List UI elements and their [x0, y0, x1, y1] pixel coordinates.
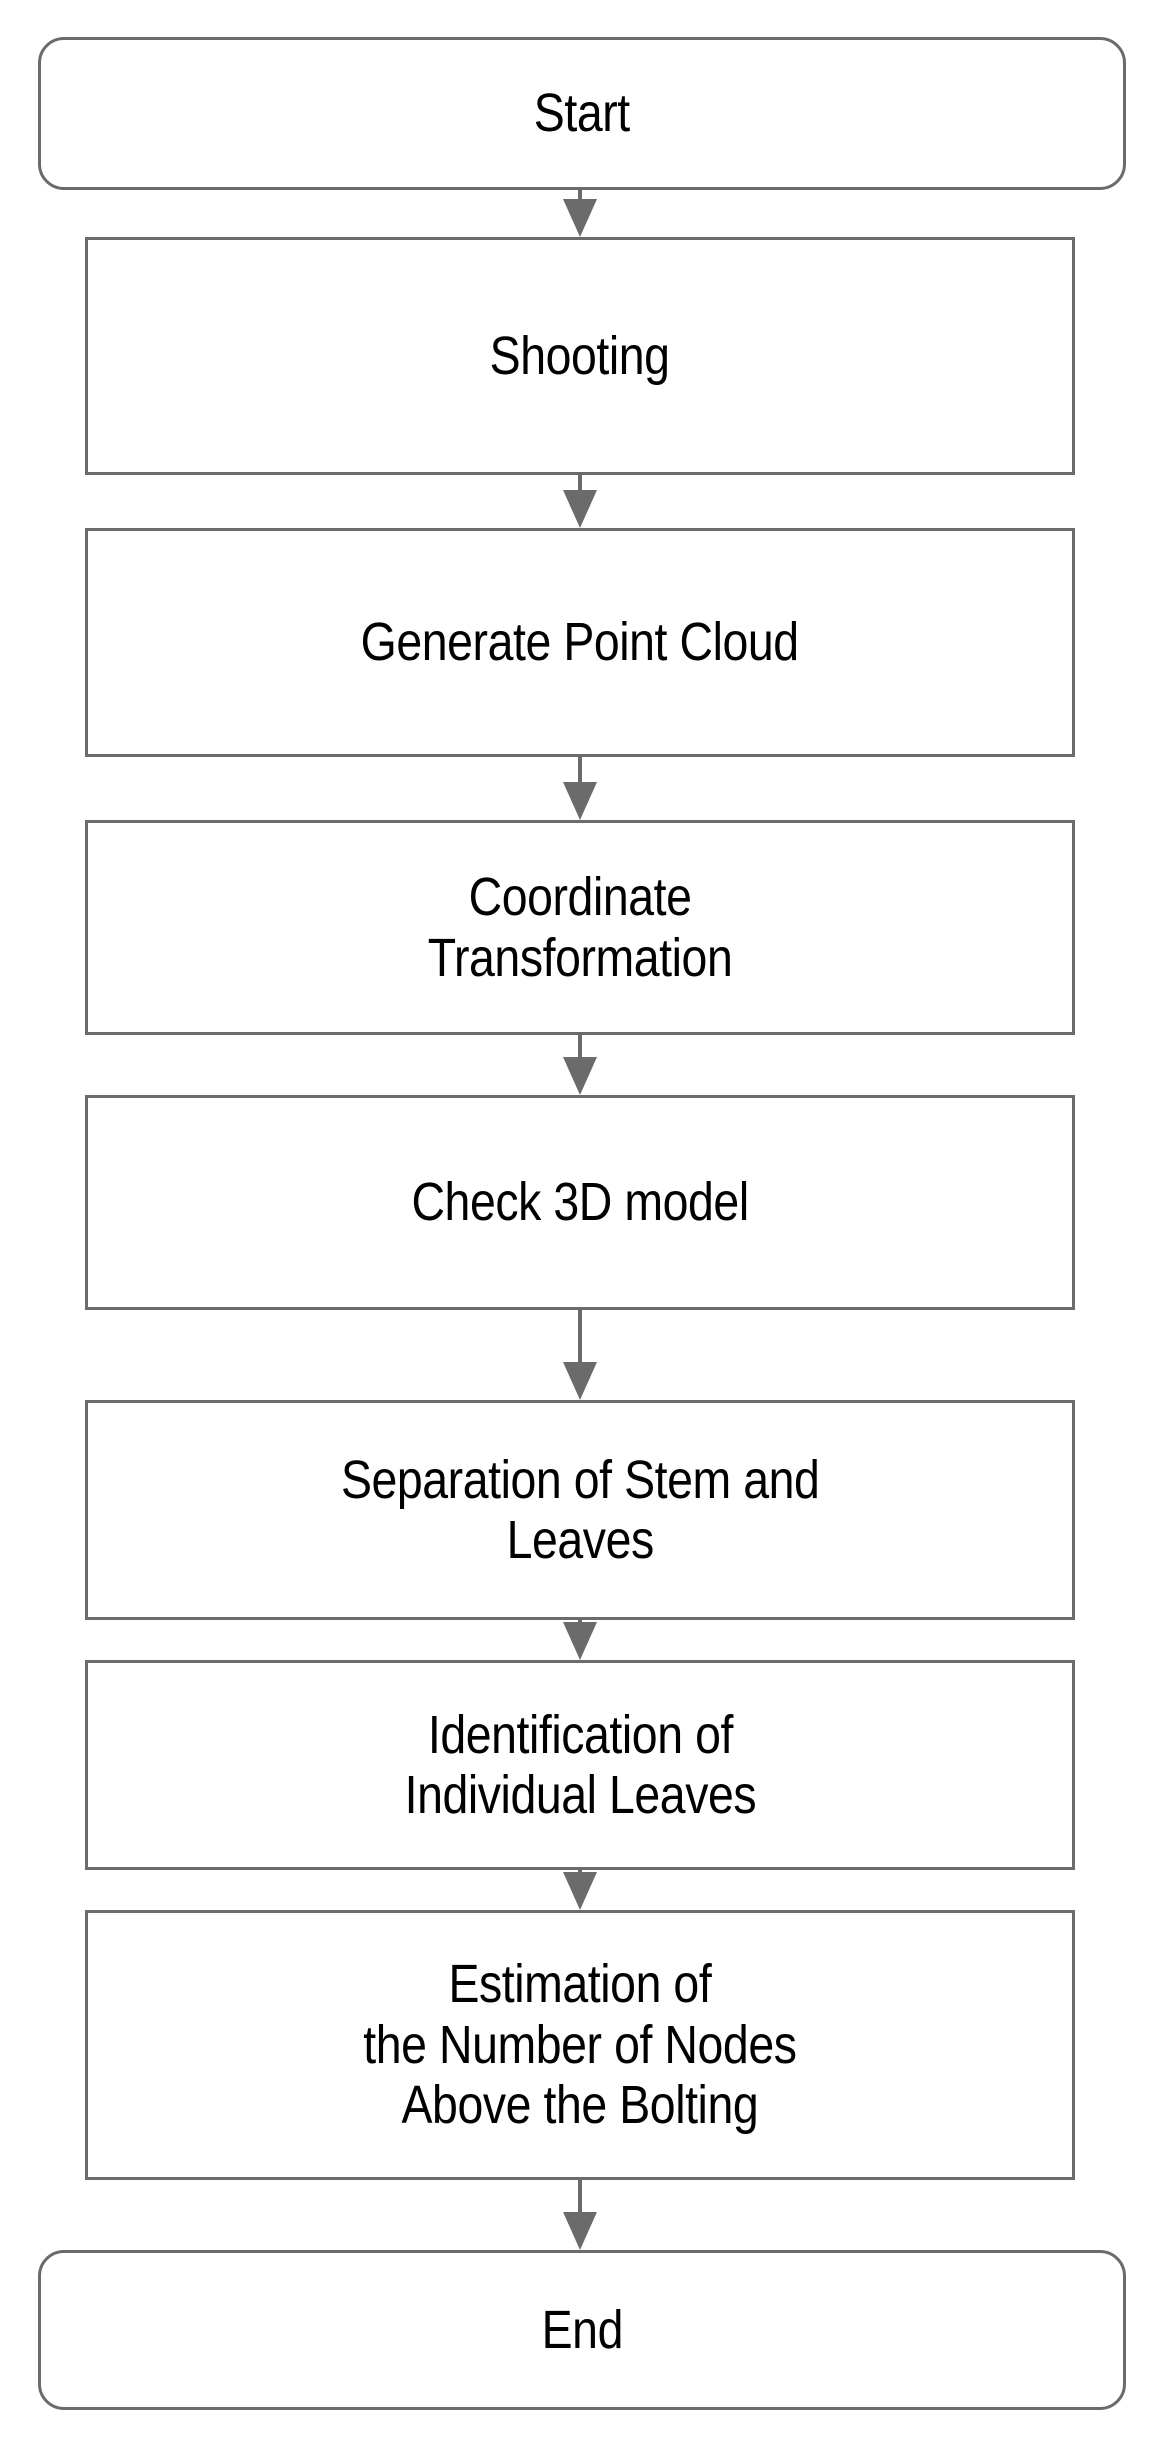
node-start[interactable]: Start — [38, 37, 1126, 190]
arrow-head-icon — [563, 782, 597, 820]
node-estimation-of-nodes-above-bolting-label: Estimation of the Number of Nodes Above … — [363, 1954, 797, 2136]
arrow-head-icon — [563, 1622, 597, 1660]
arrow-shaft — [578, 190, 582, 204]
arrow-head-icon — [563, 199, 597, 237]
node-generate-point-cloud[interactable]: Generate Point Cloud — [85, 528, 1075, 757]
arrow-head-icon — [563, 2212, 597, 2250]
arrow-separation-to-identification — [557, 1620, 603, 1660]
arrow-shaft — [578, 1870, 582, 1878]
node-end[interactable]: End — [38, 2250, 1126, 2410]
arrow-shaft — [578, 1620, 582, 1628]
arrow-shaft — [578, 475, 582, 495]
arrow-coordinate-transformation-to-check-3d — [557, 1035, 603, 1095]
arrow-head-icon — [563, 490, 597, 528]
arrow-head-icon — [563, 1362, 597, 1400]
arrow-point-cloud-to-coordinate-transformation — [557, 757, 603, 820]
arrow-estimation-to-end — [557, 2180, 603, 2250]
arrow-shaft — [578, 757, 582, 787]
arrow-shaft — [578, 1310, 582, 1367]
arrow-head-icon — [563, 1872, 597, 1910]
node-coordinate-transformation-label: Coordinate Transformation — [427, 867, 733, 988]
arrow-check-3d-to-separation — [557, 1310, 603, 1400]
node-separation-of-stem-and-leaves-label: Separation of Stem and Leaves — [340, 1449, 820, 1570]
node-check-3d-model[interactable]: Check 3D model — [85, 1095, 1075, 1310]
arrow-shooting-to-point-cloud — [557, 475, 603, 528]
node-identification-of-individual-leaves-label: Identification of Individual Leaves — [404, 1704, 756, 1825]
node-end-label: End — [541, 2299, 623, 2360]
node-coordinate-transformation[interactable]: Coordinate Transformation — [85, 820, 1075, 1035]
node-estimation-of-nodes-above-bolting[interactable]: Estimation of the Number of Nodes Above … — [85, 1910, 1075, 2180]
arrow-start-to-shooting — [557, 190, 603, 237]
node-separation-of-stem-and-leaves[interactable]: Separation of Stem and Leaves — [85, 1400, 1075, 1620]
arrow-head-icon — [563, 1057, 597, 1095]
arrow-identification-to-estimation — [557, 1870, 603, 1910]
arrow-shaft — [578, 1035, 582, 1062]
node-shooting-label: Shooting — [490, 325, 670, 386]
node-generate-point-cloud-label: Generate Point Cloud — [360, 612, 800, 673]
node-shooting[interactable]: Shooting — [85, 237, 1075, 475]
node-start-label: Start — [534, 83, 630, 144]
node-check-3d-model-label: Check 3D model — [411, 1172, 749, 1233]
node-identification-of-individual-leaves[interactable]: Identification of Individual Leaves — [85, 1660, 1075, 1870]
arrow-shaft — [578, 2180, 582, 2217]
